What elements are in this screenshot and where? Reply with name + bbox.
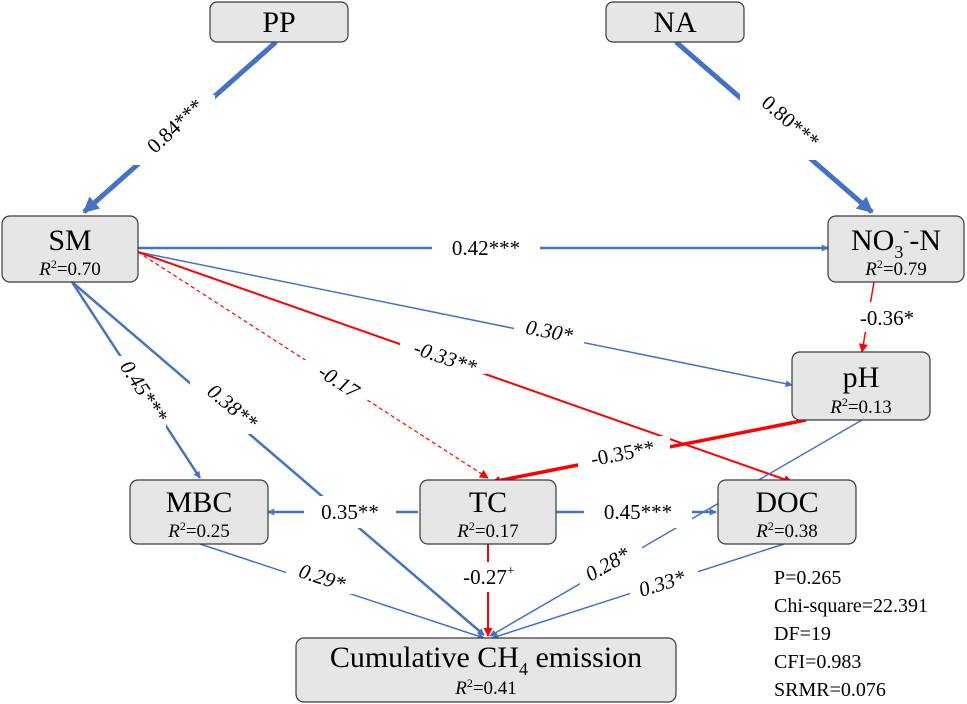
node-tc: TC R2=0.17 [419, 479, 557, 545]
node-ch4: Cumulative CH4 emission R2=0.41 [295, 637, 677, 703]
label-bg [740, 90, 830, 160]
node-doc-box [717, 479, 857, 545]
path-sm-ph: 0.30* [137, 251, 793, 388]
node-ph: pH R2=0.13 [791, 351, 931, 421]
node-pp: PP [209, 1, 349, 43]
label-bg [110, 356, 166, 430]
label-bg [125, 95, 215, 165]
coef-sm-no3: 0.42*** [452, 236, 520, 260]
node-sm: SM R2=0.70 [1, 215, 139, 283]
node-no3-r2: R2=0.79 [864, 257, 927, 280]
fit-stat-srmr: SRMR=0.076 [774, 679, 886, 701]
node-doc: DOC R2=0.38 [717, 479, 857, 545]
node-na-box [605, 1, 745, 43]
node-tc-label: TC [469, 486, 507, 519]
path-sm-tc: -0.17 [137, 251, 489, 479]
node-no3-box [827, 215, 965, 283]
node-doc-r2: R2=0.38 [755, 519, 818, 542]
label-bg [630, 566, 698, 600]
node-no3: NO3--N R2=0.79 [827, 215, 965, 283]
path-no3-ph: -0.36* [852, 281, 922, 353]
node-na-label: NA [653, 6, 697, 39]
node-ch4-box [295, 637, 677, 703]
node-ch4-label: Cumulative CH4 emission [330, 641, 642, 679]
label-bg [578, 436, 670, 470]
node-pp-box [209, 1, 349, 43]
label-bg [304, 496, 396, 528]
coef-tc-doc: 0.45*** [604, 500, 672, 524]
node-mbc-r2: R2=0.25 [167, 519, 230, 542]
fit-stat-df: DF=19 [774, 623, 831, 645]
label-bg [286, 560, 354, 594]
arrow-sm-ph [137, 251, 793, 388]
coef-tc-mbc: 0.35** [321, 500, 379, 524]
model-fit-stats: P=0.265 Chi-square=22.391 DF=19 CFI=0.98… [774, 567, 928, 701]
path-sm-mbc: 0.45*** [70, 281, 202, 479]
node-no3-label: NO3--N [851, 220, 941, 262]
node-ch4-r2: R2=0.41 [454, 676, 517, 699]
path-na-no3: 0.80*** [674, 40, 874, 214]
node-sm-box [1, 215, 139, 283]
node-sm-label: SM [48, 224, 91, 257]
node-pp-label: PP [262, 6, 295, 39]
path-ph-tc: -0.35** [491, 418, 807, 485]
fit-stat-chi-square: Chi-square=22.391 [774, 595, 928, 617]
path-tc-doc: 0.45*** [556, 496, 717, 528]
fit-stat-cfi: CFI=0.983 [774, 651, 861, 673]
node-ph-label: pH [843, 361, 880, 394]
path-tc-ch4: -0.27+ [456, 544, 524, 637]
label-bg [584, 496, 692, 528]
coef-no3-ph: -0.36* [860, 306, 914, 330]
label-bg [400, 340, 486, 374]
node-mbc-box [129, 479, 269, 545]
node-tc-r2: R2=0.17 [456, 519, 519, 542]
path-sm-ch4: 0.38** [71, 281, 485, 636]
node-na: NA [605, 1, 745, 43]
path-tc-mbc: 0.35** [267, 496, 418, 528]
node-mbc: MBC R2=0.25 [129, 479, 269, 545]
node-mbc-label: MBC [166, 486, 233, 519]
node-tc-box [419, 479, 557, 545]
path-mbc-ch4: 0.29* [199, 543, 485, 640]
node-ph-box [791, 351, 931, 421]
path-pp-sm: 0.84*** [82, 40, 278, 214]
label-bg [432, 232, 540, 262]
path-sm-doc: -0.33** [137, 251, 793, 484]
coef-tc-ch4: -0.27+ [463, 564, 515, 589]
fit-stat-p: P=0.265 [774, 567, 841, 589]
label-bg [304, 360, 366, 400]
path-doc-ch4: 0.33* [491, 543, 785, 640]
label-bg [190, 380, 266, 434]
path-sm-no3: 0.42*** [138, 232, 829, 262]
label-bg [852, 302, 922, 332]
label-bg [456, 562, 524, 592]
node-doc-label: DOC [755, 486, 818, 519]
label-bg [514, 318, 584, 346]
arrow-sm-ch4 [71, 281, 485, 636]
path-ph-ch4: 0.28* [489, 419, 863, 637]
node-ph-r2: R2=0.13 [829, 395, 892, 418]
node-sm-r2: R2=0.70 [38, 257, 101, 280]
